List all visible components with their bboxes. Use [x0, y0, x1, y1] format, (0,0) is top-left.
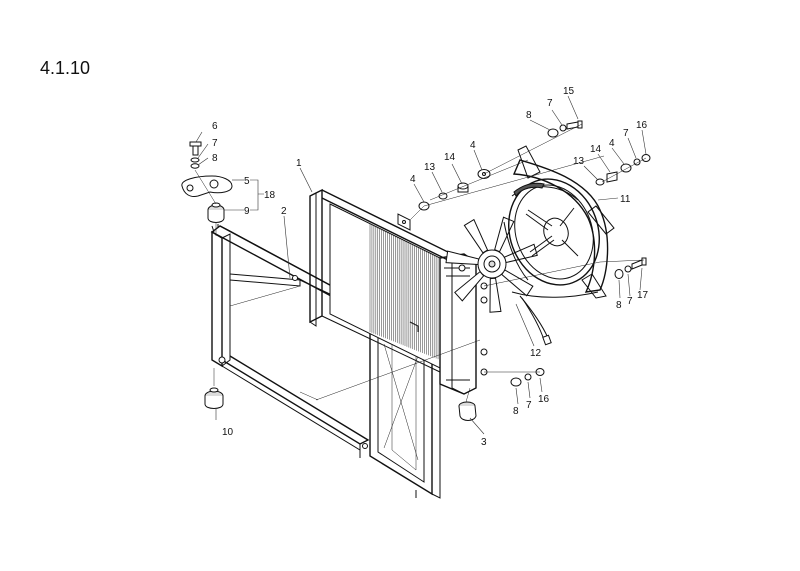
callout-14-right: 14 [590, 144, 602, 155]
callout-8-bottom: 8 [513, 406, 519, 417]
callout-7-bottom: 7 [526, 400, 532, 411]
callout-11: 11 [620, 194, 631, 205]
callout-8: 8 [212, 153, 218, 164]
callout-13-left: 13 [424, 162, 436, 173]
assembly-lines [194, 123, 647, 403]
fan-housing [503, 145, 615, 299]
callout-4-left: 4 [410, 174, 416, 185]
callout-2: 2 [281, 206, 287, 217]
fan-assembly [445, 216, 552, 346]
callout-16-bottom: 16 [538, 394, 550, 405]
callout-labels: 6 7 8 5 18 9 1 2 10 3 4 13 14 4 8 7 15 1… [212, 86, 649, 448]
callout-1: 1 [296, 158, 302, 169]
callout-8-mid: 8 [616, 300, 622, 311]
callout-7-right: 7 [623, 128, 629, 139]
callout-6: 6 [212, 121, 218, 132]
callout-10: 10 [222, 427, 234, 438]
callout-4-right: 4 [609, 138, 615, 149]
callout-12: 12 [530, 348, 542, 359]
callout-9: 9 [244, 206, 250, 217]
callout-7-top: 7 [547, 98, 553, 109]
callout-15: 15 [563, 86, 575, 97]
callout-4-mid: 4 [470, 140, 476, 151]
callout-13-right: 13 [573, 156, 585, 167]
callout-3: 3 [481, 437, 487, 448]
callout-16-right: 16 [636, 120, 648, 131]
callout-18: 18 [264, 190, 276, 201]
callout-8-top: 8 [526, 110, 532, 121]
section-number: 4.1.10 [40, 58, 91, 78]
leader-lines [195, 95, 647, 435]
callout-17: 17 [637, 290, 649, 301]
hardware [181, 120, 651, 421]
callout-7: 7 [212, 138, 218, 149]
callout-7-mid: 7 [627, 296, 633, 307]
callout-14-left: 14 [444, 152, 456, 163]
radiator [309, 188, 488, 395]
callout-5: 5 [244, 176, 250, 187]
